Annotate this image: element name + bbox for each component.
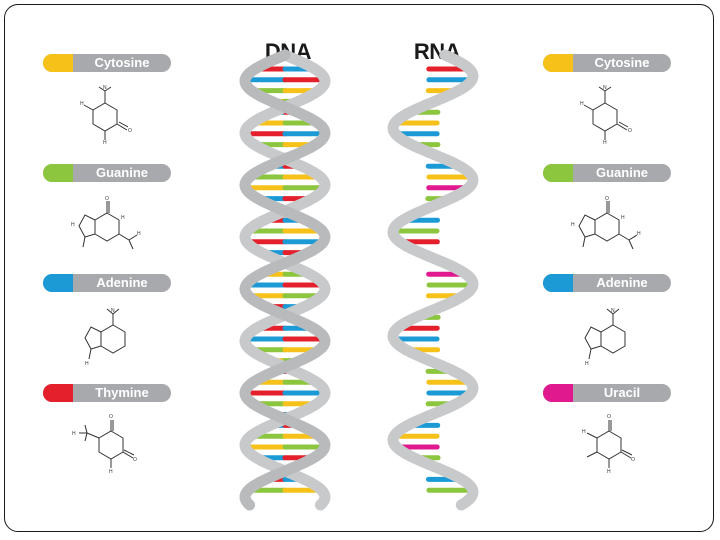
svg-text:H: H xyxy=(607,469,611,475)
adenine-color-swatch xyxy=(543,274,573,292)
cytosine-structure-icon: N O H H xyxy=(80,85,132,145)
svg-text:H: H xyxy=(585,361,589,367)
svg-text:O: O xyxy=(105,196,109,202)
label-bar xyxy=(43,384,171,402)
dna-double-helix xyxy=(239,49,331,511)
legend-right-adenine: Adenine xyxy=(543,274,671,292)
svg-text:H: H xyxy=(85,361,89,367)
label-bar xyxy=(43,54,171,72)
svg-text:O: O xyxy=(628,128,632,134)
helix-diagram xyxy=(239,49,479,511)
svg-text:H: H xyxy=(637,231,641,237)
legend-label: Cytosine xyxy=(94,55,150,70)
svg-text:H: H xyxy=(621,215,625,221)
svg-text:N: N xyxy=(111,308,115,314)
guanine-color-swatch xyxy=(543,164,573,182)
label-bar xyxy=(543,54,671,72)
svg-text:O: O xyxy=(133,457,137,463)
rna-single-helix xyxy=(387,49,479,511)
svg-text:H: H xyxy=(80,101,84,107)
svg-text:H: H xyxy=(582,429,586,435)
label-bar xyxy=(43,274,171,292)
legend-label: Uracil xyxy=(603,385,641,400)
legend-left-guanine: Guanine xyxy=(43,164,171,182)
svg-text:O: O xyxy=(631,457,635,463)
thymine-color-swatch xyxy=(43,384,73,402)
adenine-color-swatch xyxy=(43,274,73,292)
legend-label: Thymine xyxy=(95,385,149,400)
legend-right-uracil: Uracil xyxy=(543,384,671,402)
svg-text:H: H xyxy=(109,469,113,475)
guanine-color-swatch xyxy=(43,164,73,182)
cytosine-color-swatch xyxy=(43,54,73,72)
uracil-color-swatch xyxy=(543,384,573,402)
guanine-structure-icon: O H H H xyxy=(71,196,141,250)
backbone-strand xyxy=(239,49,331,511)
svg-text:N: N xyxy=(103,85,107,91)
svg-text:H: H xyxy=(103,140,107,145)
legend-right-guanine: Guanine xyxy=(543,164,671,182)
legend-right-cytosine: Cytosine xyxy=(543,54,671,72)
svg-text:O: O xyxy=(128,128,132,134)
uracil-structure-icon: O O H H xyxy=(582,414,635,475)
legend-left-adenine: Adenine xyxy=(43,274,171,292)
legend-label: Cytosine xyxy=(594,55,650,70)
label-bar xyxy=(543,164,671,182)
svg-text:H: H xyxy=(121,215,125,221)
slide-frame: DNA RNA Cytosine Guanine Adenine Thymine… xyxy=(4,4,714,532)
adenine-structure-icon: NH xyxy=(584,308,626,367)
svg-text:O: O xyxy=(607,414,611,420)
legend-label: Adenine xyxy=(596,275,648,290)
svg-text:N: N xyxy=(603,85,607,91)
legend-left-cytosine: Cytosine xyxy=(43,54,171,72)
backbone-strand xyxy=(239,49,331,511)
label-bar xyxy=(543,274,671,292)
svg-text:H: H xyxy=(71,222,75,228)
svg-text:H: H xyxy=(603,140,607,145)
svg-text:O: O xyxy=(605,196,609,202)
svg-text:H: H xyxy=(72,431,76,437)
label-bar xyxy=(43,164,171,182)
legend-label: Guanine xyxy=(95,165,148,180)
cytosine-structure-icon: N O H H xyxy=(580,85,632,145)
svg-text:O: O xyxy=(109,414,113,420)
cytosine-color-swatch xyxy=(543,54,573,72)
legend-left-thymine: Thymine xyxy=(43,384,171,402)
backbone-strand xyxy=(387,49,479,511)
adenine-structure-icon: NH xyxy=(84,308,126,367)
guanine-structure-icon: O H H H xyxy=(571,196,641,250)
thymine-structure-icon: O O H H xyxy=(72,414,137,475)
svg-text:H: H xyxy=(580,101,584,107)
svg-text:H: H xyxy=(571,222,575,228)
svg-text:N: N xyxy=(611,308,615,314)
label-bar xyxy=(543,384,671,402)
legend-label: Guanine xyxy=(595,165,648,180)
svg-text:H: H xyxy=(137,231,141,237)
legend-label: Adenine xyxy=(96,275,148,290)
